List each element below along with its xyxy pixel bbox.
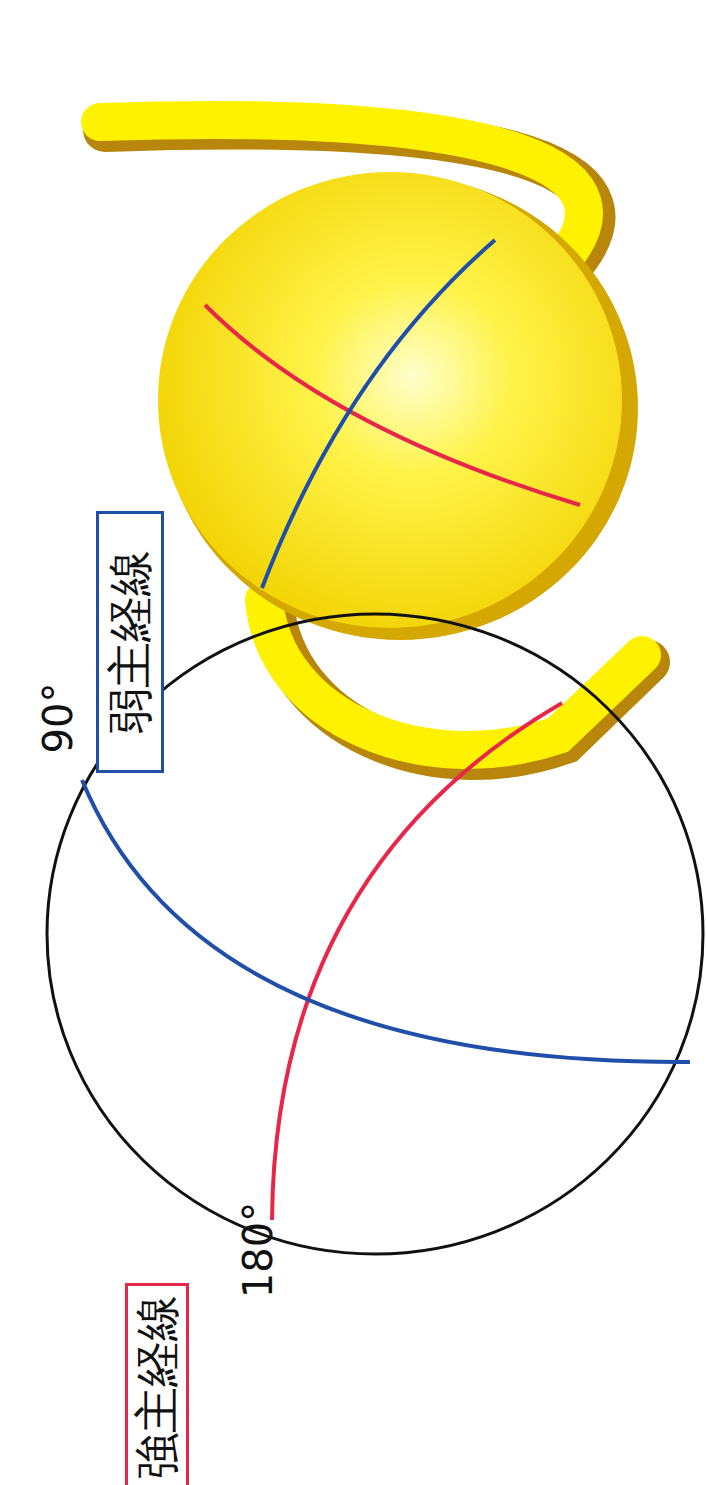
strong-meridian-line [272, 703, 562, 1220]
weak-meridian-line [262, 240, 495, 588]
meridian-label: 弱主経線 [105, 550, 156, 734]
label-box: 弱主経線 [96, 511, 164, 773]
meridian-label: 強主経線 [132, 1295, 183, 1479]
strong-meridian-line [205, 305, 580, 505]
angle-label: 180° [236, 1202, 280, 1298]
label-box: 強主経線 [125, 1283, 189, 1485]
angle-label: 90° [36, 683, 80, 754]
optic [158, 172, 622, 628]
weak-meridian-line [82, 780, 690, 1062]
